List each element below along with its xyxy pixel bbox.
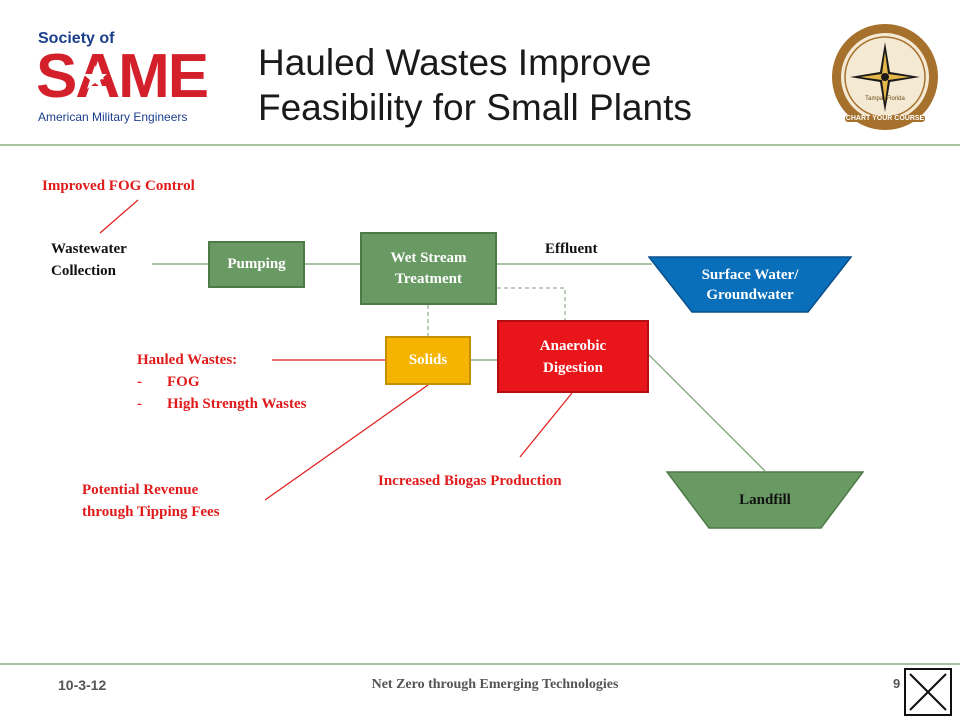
landfill-shape: Landfill	[666, 471, 864, 529]
wastewater-collection-label: Wastewater Collection	[51, 238, 127, 282]
header-divider	[0, 144, 960, 146]
wastewater-line-2: Collection	[51, 263, 116, 279]
footer-divider	[0, 663, 960, 665]
solids-box: Solids	[385, 336, 471, 385]
landfill-text: Landfill	[666, 471, 864, 529]
hauled-wastes-list: Hauled Wastes: -FOG -High Strength Waste…	[137, 349, 306, 415]
wastewater-line-1: Wastewater	[51, 241, 127, 257]
close-icon[interactable]	[904, 668, 952, 716]
title-line-2: Feasibility for Small Plants	[258, 87, 692, 128]
landfill-trapezoid	[666, 471, 864, 529]
page-title: Hauled Wastes Improve Feasibility for Sm…	[258, 40, 818, 130]
logo-star-icon	[83, 65, 107, 89]
page-number: 9	[893, 676, 901, 691]
revenue-line-1: Potential Revenue	[82, 482, 199, 498]
revenue-label: Potential Revenue through Tipping Fees	[82, 479, 220, 523]
footer-date: 10-3-12	[58, 677, 107, 693]
surface-water-line-1: Surface Water/	[701, 266, 799, 283]
hauled-item-fog: -FOG	[137, 374, 200, 390]
same-logo: Society of SAME American Military Engine…	[36, 30, 216, 130]
hauled-wastes-title: Hauled Wastes:	[137, 352, 238, 368]
title-line-1: Hauled Wastes Improve	[258, 42, 652, 83]
anaerobic-digestion-box: Anaerobic Digestion	[497, 320, 649, 393]
conference-seal: Tampa, Florida CHART YOUR COURSE	[830, 22, 940, 132]
logo-society-of: Society of	[38, 30, 115, 47]
close-x-icon	[909, 673, 947, 711]
surface-water-trapezoid	[648, 256, 852, 313]
logo-org-name: American Military Engineers	[38, 110, 188, 124]
hauled-item-high-strength: -High Strength Wastes	[137, 396, 307, 412]
solids-label: Solids	[408, 352, 448, 368]
footer-title: Net Zero through Emerging Technologies	[371, 677, 619, 692]
seal-city: Tampa, Florida	[865, 96, 905, 102]
anaerobic-line-1: Anaerobic	[539, 337, 607, 354]
wet-stream-treatment-box: Wet Stream Treatment	[360, 232, 497, 305]
effluent-label: Effluent	[545, 241, 598, 257]
landfill-label: Landfill	[739, 491, 791, 508]
surface-water-text: Surface Water/ Groundwater	[648, 256, 852, 313]
biogas-label: Increased Biogas Production	[378, 473, 562, 489]
seal-banner: CHART YOUR COURSE	[845, 115, 925, 122]
pumping-box: Pumping	[208, 241, 305, 288]
surface-water-line-2: Groundwater	[706, 286, 794, 303]
logo-same: SAME	[36, 42, 209, 111]
anaerobic-line-2: Digestion	[543, 359, 603, 376]
wet-stream-line-2: Treatment	[395, 270, 462, 287]
improved-fog-label: Improved FOG Control	[42, 178, 195, 194]
seal-compass-icon	[832, 24, 938, 130]
revenue-line-2: through Tipping Fees	[82, 504, 220, 520]
wet-stream-line-1: Wet Stream	[390, 249, 467, 266]
pumping-label: Pumping	[227, 256, 286, 272]
surface-water-shape: Surface Water/ Groundwater	[648, 256, 852, 313]
